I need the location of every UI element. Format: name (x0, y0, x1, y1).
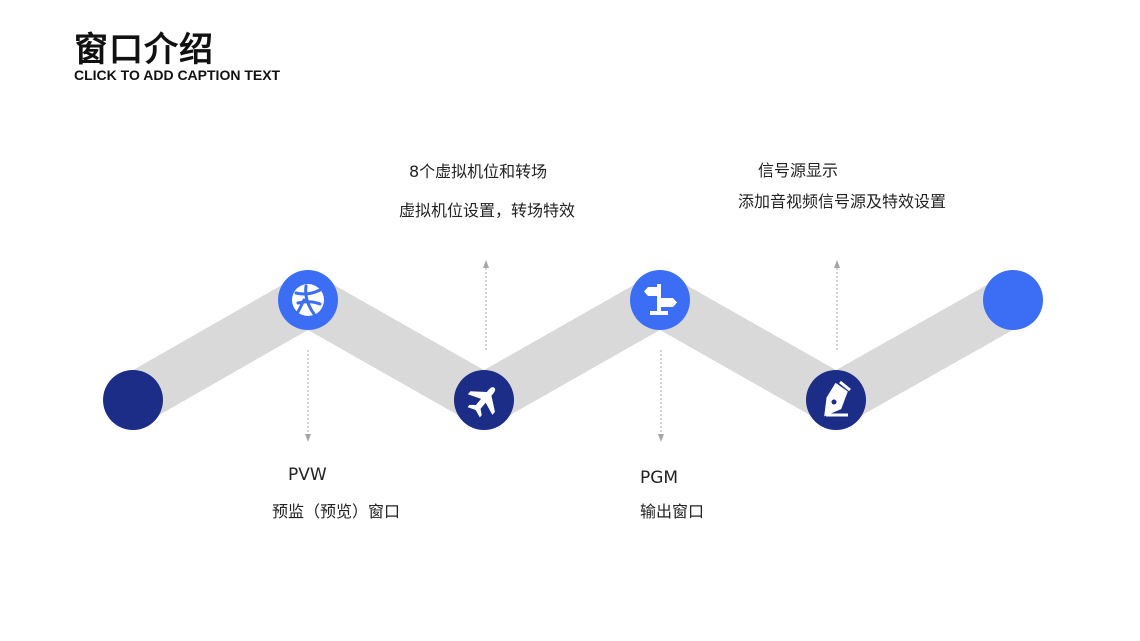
airplane-icon (467, 387, 496, 418)
dribbble-icon (292, 284, 324, 316)
label-desc-source: 添加音视频信号源及特效设置 (738, 192, 947, 211)
node-dribbble (278, 270, 338, 330)
zigzag-band (120, 270, 1026, 430)
label-title-source: 信号源显示 (758, 161, 839, 180)
node-start (103, 370, 163, 430)
label-title-virtual: 8个虚拟机位和转场 (409, 162, 548, 181)
label-title-pvw: PVW (288, 465, 327, 485)
label-desc-pgm: 输出窗口 (640, 502, 705, 521)
node-end (983, 270, 1043, 330)
page-title: 窗口介绍 (74, 30, 214, 70)
node-signpost (630, 270, 690, 330)
label-desc-pvw: 预监（预览）窗口 (272, 502, 401, 521)
pen-nib-icon (824, 380, 851, 417)
signpost-icon (644, 284, 677, 315)
page-caption: CLICK TO ADD CAPTION TEXT (74, 67, 281, 83)
node-airplane (454, 370, 514, 430)
label-desc-virtual: 虚拟机位设置，转场特效 (399, 201, 576, 220)
node-pen (806, 370, 866, 430)
label-title-pgm: PGM (640, 468, 679, 488)
